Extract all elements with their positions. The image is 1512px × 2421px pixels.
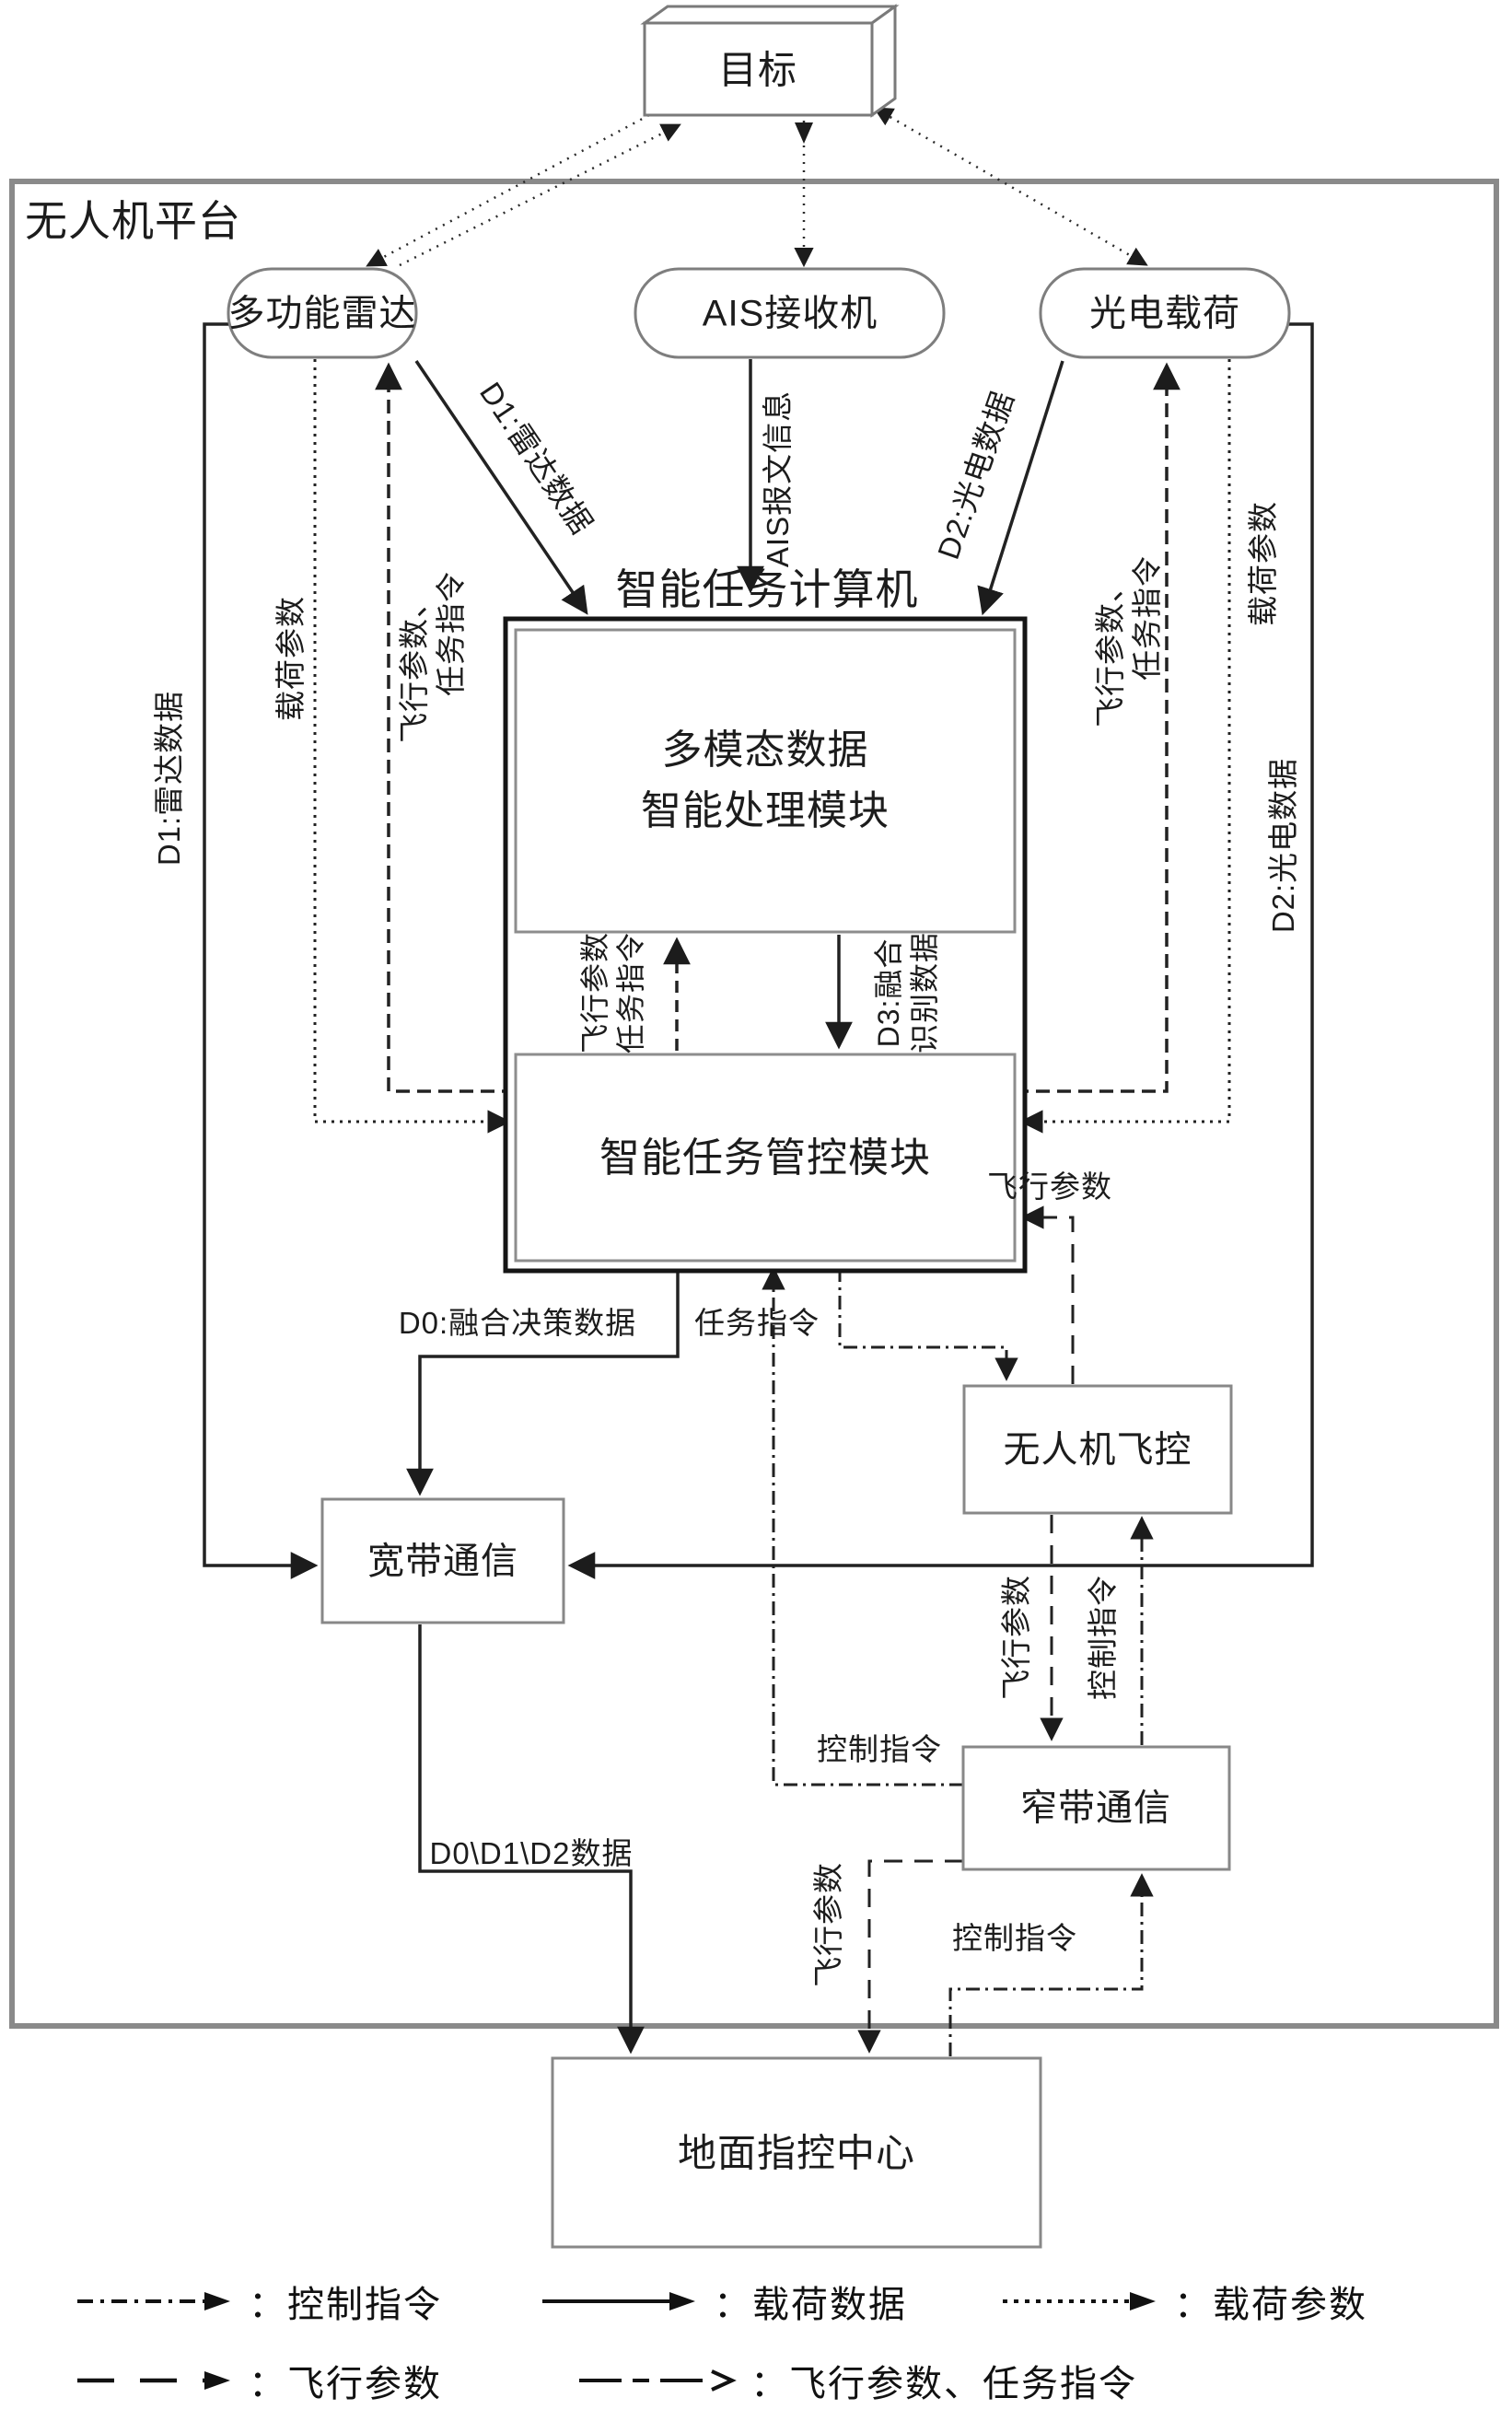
processing-module-label: 多模态数据 智能处理模块 [641,727,890,833]
legend-sample-solid [542,2292,695,2310]
edge-task-cmd-control-to-fcs [838,1268,1018,1381]
target-label: 目标 [717,48,798,92]
control-module-box [514,1053,1017,1263]
legend-item-payload-params: ：载荷参数 [999,2275,1367,2328]
broadband-label: 宽带通信 [367,1541,518,1582]
platform-title: 无人机平台 [25,197,241,245]
edge-label-d012: D0\D1\D2数据 [429,1835,634,1870]
edge-label-task-cmd: 任务指令 [694,1305,820,1340]
legend-label: ：飞行参数 [249,2364,442,2404]
legend-item-flight-task: ：飞行参数、任务指令 [576,2354,1137,2407]
edge-ctrl-cmd-ground-to-narrowband [948,1873,1154,2056]
target-box-top-face [640,5,900,25]
legend-label: ：载荷数据 [714,2285,907,2325]
fcs-label: 无人机飞控 [1003,1429,1192,1471]
edge-d2-eo-to-broadband [567,322,1314,1579]
computer-title: 智能任务计算机 [615,565,919,613]
uav-platform-container [9,179,1499,2029]
edge-d012-broadband-to-ground [418,1624,645,2054]
narrowband-label: 窄带通信 [1020,1787,1171,1829]
edge-flight-task-control-to-radar [375,362,516,1093]
edge-label-inner-d3: D3:融合 识别数据 [871,931,941,1054]
target-box [643,21,874,117]
edge-target-eo [873,107,1148,266]
edge-label-d0: D0:融合决策数据 [398,1305,637,1340]
edge-label-ctrl-cmd-ground: 控制指令 [952,1920,1077,1955]
target-box-side-face [870,4,897,118]
edge-flight-task-control-to-eo [1015,362,1181,1093]
edge-payload-params-eo-to-control [1019,359,1231,1134]
broadband-box [320,1497,565,1624]
legend-item-control-cmd: ：控制指令 [74,2275,442,2328]
edge-label-ctrl-cmd-nb-fcs: 控制指令 [1085,1575,1120,1700]
narrowband-box [961,1745,1231,1871]
edge-d2-eo-to-computer [977,360,1064,616]
edge-payload-params-radar-to-control [313,359,511,1134]
edge-label-flight-task-right: 飞行参数、 任务指令 [1092,555,1164,727]
edge-d1-radar-to-computer [414,360,588,615]
ais-box [634,267,946,359]
fcs-box [962,1384,1233,1515]
radar-box [227,267,418,359]
legend-label: ：控制指令 [249,2285,442,2325]
edge-label-inner-up: 飞行参数 任务指令 [577,931,647,1054]
arrowhead-target-ais-top [795,122,813,144]
eo-label: 光电载荷 [1089,293,1240,334]
ground-station-label: 地面指控中心 [677,2131,916,2175]
legend-item-flight-params: ：飞行参数 [74,2354,442,2407]
eo-box [1039,267,1291,359]
edge-flight-params-fcs-to-control [1020,1205,1075,1384]
radar-label: 多功能雷达 [227,293,417,334]
edge-label-ctrl-cmd-nb-mc: 控制指令 [817,1731,942,1766]
edge-ctrl-cmd-narrowband-to-control [762,1266,963,1787]
edge-d1-radar-to-broadband [203,322,319,1579]
ground-station-box [551,2056,1042,2249]
edge-flight-params-narrowband-to-ground [857,1859,963,2054]
processing-module-box [514,628,1017,934]
edge-label-payload-params-left: 载荷参数 [273,596,308,721]
edge-label-payload-params-right: 载荷参数 [1245,501,1280,626]
legend-sample-mixed-dash [579,2369,737,2392]
edge-d0-control-to-broadband [406,1268,680,1496]
control-module-label: 智能任务管控模块 [599,1135,931,1181]
edge-label-d2-right: D2:光电数据 [1265,757,1300,934]
edge-label-flight-params-nb: 飞行参数 [998,1575,1033,1700]
ais-label: AIS接收机 [702,293,878,334]
edge-target-radar-a [366,113,650,267]
legend-sample-dash-dot [77,2292,230,2310]
edge-label-flight-params-fcs: 飞行参数 [987,1169,1112,1204]
edge-label-d1-left: D1:雷达数据 [151,690,186,867]
legend-label: ：载荷参数 [1174,2285,1367,2325]
legend-sample-dotted [1003,2292,1156,2310]
legend-label: ：飞行参数、任务指令 [750,2364,1137,2404]
legend-item-payload-data: ：载荷数据 [539,2275,907,2328]
edge-target-radar-b [399,123,681,267]
edge-label-flight-params-ground: 飞行参数 [810,1862,845,1987]
edge-label-ais-msg: AIS报文信息 [760,390,795,568]
edge-label-flight-task-left: 飞行参数、 任务指令 [396,571,468,743]
legend-sample-long-dash [77,2371,230,2390]
